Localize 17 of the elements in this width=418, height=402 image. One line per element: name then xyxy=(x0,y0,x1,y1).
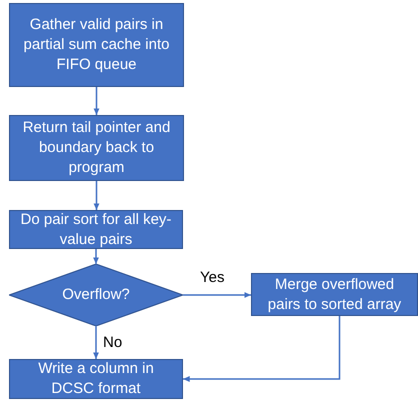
arrow xyxy=(93,326,99,359)
process-box xyxy=(9,359,183,399)
arrow xyxy=(94,87,100,115)
process-box xyxy=(9,3,184,87)
arrow xyxy=(93,249,99,264)
node-text: Do pair sort for all key-value pairs xyxy=(20,210,172,250)
process-box xyxy=(9,115,184,181)
node-text: Merge overflowed pairs to sorted array xyxy=(266,274,402,314)
node-text: Write a column in DCSC format xyxy=(37,359,155,399)
arrow xyxy=(183,316,340,382)
decision-diamond xyxy=(9,264,183,326)
node-text: Gather valid pairs in partial sum cache into FIFO queue xyxy=(22,15,170,75)
node-text: Return tail pointer and boundary back to program xyxy=(22,118,172,178)
arrow xyxy=(183,292,251,298)
arrow xyxy=(94,181,100,210)
node-text: Overflow? xyxy=(62,285,130,305)
process-box xyxy=(251,273,418,316)
